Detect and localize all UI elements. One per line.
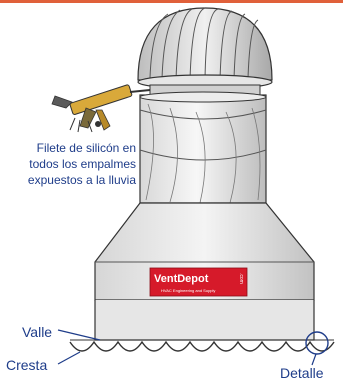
valle-leader xyxy=(57,329,101,341)
brand-suffix: .com xyxy=(238,273,244,284)
top-bar xyxy=(0,0,343,3)
note-line-3: expuestos a la lluvia xyxy=(27,173,136,187)
label-detalle: Detalle xyxy=(280,365,324,381)
detalle-leader xyxy=(311,353,317,366)
caulking-gun-icon xyxy=(51,84,151,133)
turbine-throat xyxy=(139,91,267,204)
label-valle: Valle xyxy=(22,324,53,340)
label-cresta: Cresta xyxy=(6,357,48,373)
cresta-leader xyxy=(57,351,81,365)
corrugated-roof xyxy=(69,339,335,352)
detail-circle xyxy=(305,331,329,355)
brand-name: VentDepot xyxy=(154,273,209,285)
silicone-note: Filete de silicón en todos los empalmes … xyxy=(6,140,136,188)
turbine-ventilator-icon xyxy=(137,7,273,96)
note-line-2: todos los empalmes xyxy=(29,157,136,171)
note-line-1: Filete de silicón en xyxy=(36,141,136,155)
brand-tagline: HVAC Engineering and Supply xyxy=(161,288,216,293)
brand-badge xyxy=(149,267,248,297)
